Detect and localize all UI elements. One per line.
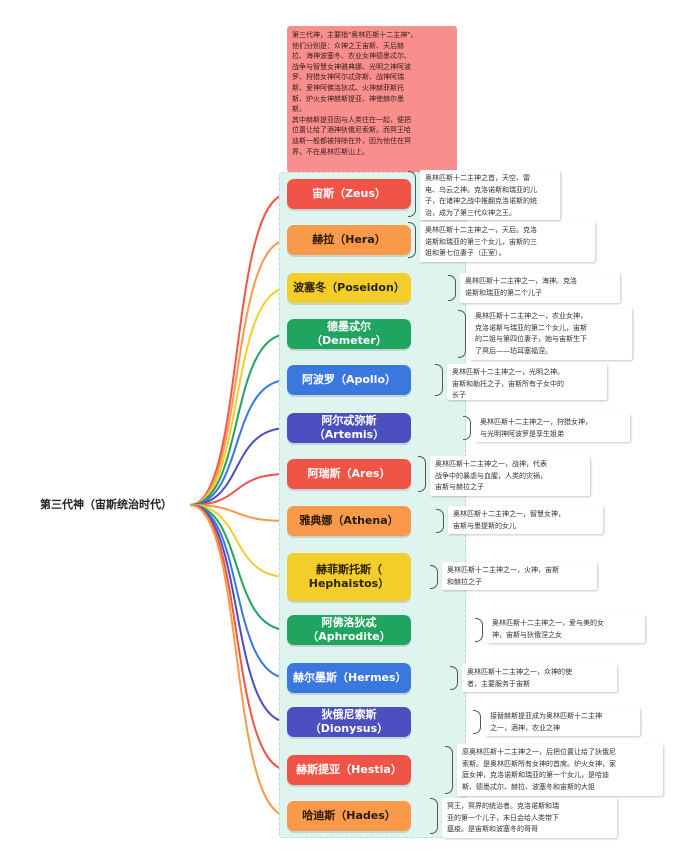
- branch-line: [189, 504, 289, 817]
- god-node[interactable]: 阿佛洛狄忒（Aphrodite）: [287, 615, 411, 645]
- branch-line: [189, 379, 289, 506]
- branch-line: [189, 504, 289, 723]
- note-bracket: [418, 456, 426, 492]
- god-label: 赫尔墨斯（Hermes）: [293, 671, 407, 684]
- header-note: 第三代神，主要指"奥林匹斯十二主神"。 他们分别是：众神之王宙斯、天后赫 拉、海…: [287, 26, 457, 172]
- god-note: 奥林匹斯十二主神之一，天后。克洛 诺斯和瑞亚的第三个女儿，宙斯的三 姐和第七位妻…: [420, 222, 595, 262]
- branch-line: [189, 504, 289, 679]
- note-bracket: [473, 710, 481, 734]
- god-node[interactable]: 赫斯提亚（Hestia）: [287, 755, 411, 785]
- god-node[interactable]: 狄俄尼索斯（Dionysus）: [287, 707, 411, 737]
- branch-line: [189, 427, 289, 506]
- god-label: 德墨忒尔（Demeter）: [311, 320, 387, 347]
- god-node[interactable]: 阿瑞斯（Ares）: [287, 459, 411, 489]
- branch-line: [189, 333, 289, 506]
- god-label: 赫斯提亚（Hestia）: [296, 763, 402, 776]
- note-bracket: [475, 618, 483, 642]
- god-note: 奥林匹斯十二主神之一，爱与美的女 神，宙斯与狄俄涅之女: [487, 615, 645, 643]
- god-label: 波塞冬（Poseidon）: [293, 281, 405, 294]
- god-node[interactable]: 波塞冬（Poseidon）: [287, 273, 411, 303]
- note-bracket: [463, 416, 471, 440]
- god-node[interactable]: 德墨忒尔（Demeter）: [287, 319, 411, 349]
- god-label: 狄俄尼索斯（Dionysus）: [309, 708, 389, 735]
- branch-line: [189, 504, 289, 578]
- note-bracket: [458, 310, 466, 358]
- god-label: 阿尔忒弥斯（Artemis）: [313, 414, 385, 441]
- god-label: 赫菲斯托斯（ Hephaistos）: [308, 563, 390, 590]
- god-label: 阿瑞斯（Ares）: [307, 467, 391, 480]
- branch-line: [189, 504, 289, 522]
- god-note: 奥林匹斯十二主神之一，战神，代表 战争中的暴虐与血腥，人类的灾祸， 宙斯与赫拉之…: [430, 456, 590, 496]
- god-note: 原奥林匹斯十二主神之一，后把位置让给了狄俄尼 索斯。是奥林匹斯所有女神的首席。炉…: [457, 744, 663, 796]
- god-label: 哈迪斯（Hades）: [302, 809, 396, 822]
- branch-line: [189, 239, 289, 506]
- god-node[interactable]: 雅典娜（Athena）: [287, 506, 411, 536]
- god-note: 奥林匹斯十二主神之一，狩猎女神， 与光明神阿波罗是孪生姐弟: [475, 414, 630, 442]
- god-label: 赫拉（Hera）: [312, 233, 386, 246]
- note-bracket: [430, 565, 438, 589]
- gods-group-band: [279, 172, 466, 838]
- note-bracket: [448, 275, 456, 301]
- god-node[interactable]: 阿波罗（Apollo）: [287, 365, 411, 395]
- god-label: 宙斯（Zeus）: [312, 187, 386, 200]
- god-note: 冥王，冥界的统治者。克洛诺斯和瑞 亚的第一个儿子，末日会给人类带下 瘟疫。是宙斯…: [442, 798, 617, 838]
- god-note: 奥林匹斯十二主神之一，众神的使 者，主要服务于宙斯: [462, 664, 617, 692]
- god-label: 雅典娜（Athena）: [299, 514, 399, 527]
- god-note: 奥林匹斯十二主神之一，智慧女神， 宙斯与墨提斯的女儿: [448, 506, 603, 534]
- god-node[interactable]: 赫拉（Hera）: [287, 225, 411, 255]
- god-label: 阿波罗（Apollo）: [301, 373, 397, 386]
- god-node[interactable]: 宙斯（Zeus）: [287, 179, 411, 209]
- god-note: 奥林匹斯十二主神之一，火神，宙斯 和赫拉之子: [442, 562, 597, 590]
- branch-line: [189, 504, 289, 631]
- note-bracket: [435, 364, 443, 396]
- god-label: 阿佛洛狄忒（Aphrodite）: [307, 616, 391, 643]
- god-node[interactable]: 赫菲斯托斯（ Hephaistos）: [287, 553, 411, 601]
- god-note: 奥林匹斯十二主神之首，天空、雷 电、乌云之神。克洛诺斯和瑞亚的儿 子，在诸神之战…: [420, 170, 560, 220]
- note-bracket: [436, 509, 444, 533]
- note-bracket: [408, 171, 416, 217]
- god-note: 接替赫斯提亚成为奥林匹斯十二主神 之一，酒神，农业之神: [485, 708, 640, 736]
- god-node[interactable]: 赫尔墨斯（Hermes）: [287, 663, 411, 693]
- note-bracket: [445, 746, 453, 794]
- branch-line: [189, 473, 289, 506]
- god-note: 奥林匹斯十二主神之一，海神。克洛 诺斯和瑞亚的第二个儿子: [460, 273, 620, 303]
- god-node[interactable]: 哈迪斯（Hades）: [287, 801, 411, 831]
- branch-line: [189, 193, 289, 506]
- branch-line: [189, 287, 289, 506]
- note-bracket: [450, 666, 458, 690]
- god-note: 奥林匹斯十二主神之一，农业女神， 克洛诺斯与瑞亚的第二个女儿，宙斯 的二姐与第四…: [470, 308, 632, 360]
- god-note: 奥林匹斯十二主神之一，光明之神。 宙斯和勒托之子，宙斯所有子女中的 长子: [447, 364, 607, 400]
- note-bracket: [430, 798, 438, 834]
- note-bracket: [408, 222, 416, 258]
- root-topic[interactable]: 第三代神（宙斯统治时代）: [40, 498, 172, 511]
- god-node[interactable]: 阿尔忒弥斯（Artemis）: [287, 413, 411, 443]
